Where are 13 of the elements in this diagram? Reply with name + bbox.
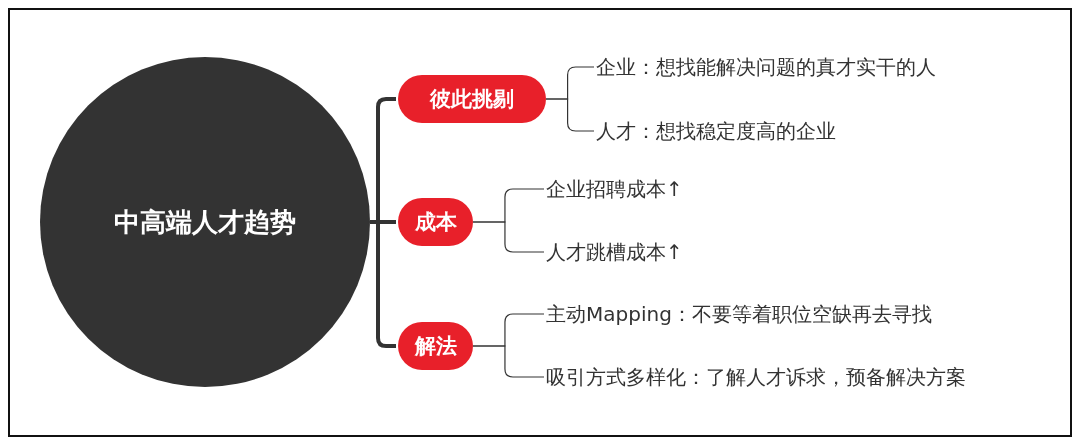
branch-pill: 彼此挑剔 <box>398 75 546 123</box>
leaf-text: 人才：想找稳定度高的企业 <box>596 116 836 146</box>
connector-line <box>472 221 545 253</box>
connector-line <box>472 345 545 378</box>
branch-pill: 解法 <box>398 322 473 370</box>
connector-line <box>545 98 595 132</box>
leaf-text: 人才跳槽成本↑ <box>546 237 683 267</box>
leaf-text: 企业：想找能解决问题的真才实干的人 <box>596 52 936 82</box>
leaf-text: 企业招聘成本↑ <box>546 174 683 204</box>
topic-circle: 中高端人才趋势 <box>40 57 370 387</box>
branch-pill: 成本 <box>398 198 473 246</box>
leaf-text: 吸引方式多样化：了解人才诉求，预备解决方案 <box>546 362 966 392</box>
leaf-text: 主动Mapping：不要等着职位空缺再去寻找 <box>546 299 932 329</box>
